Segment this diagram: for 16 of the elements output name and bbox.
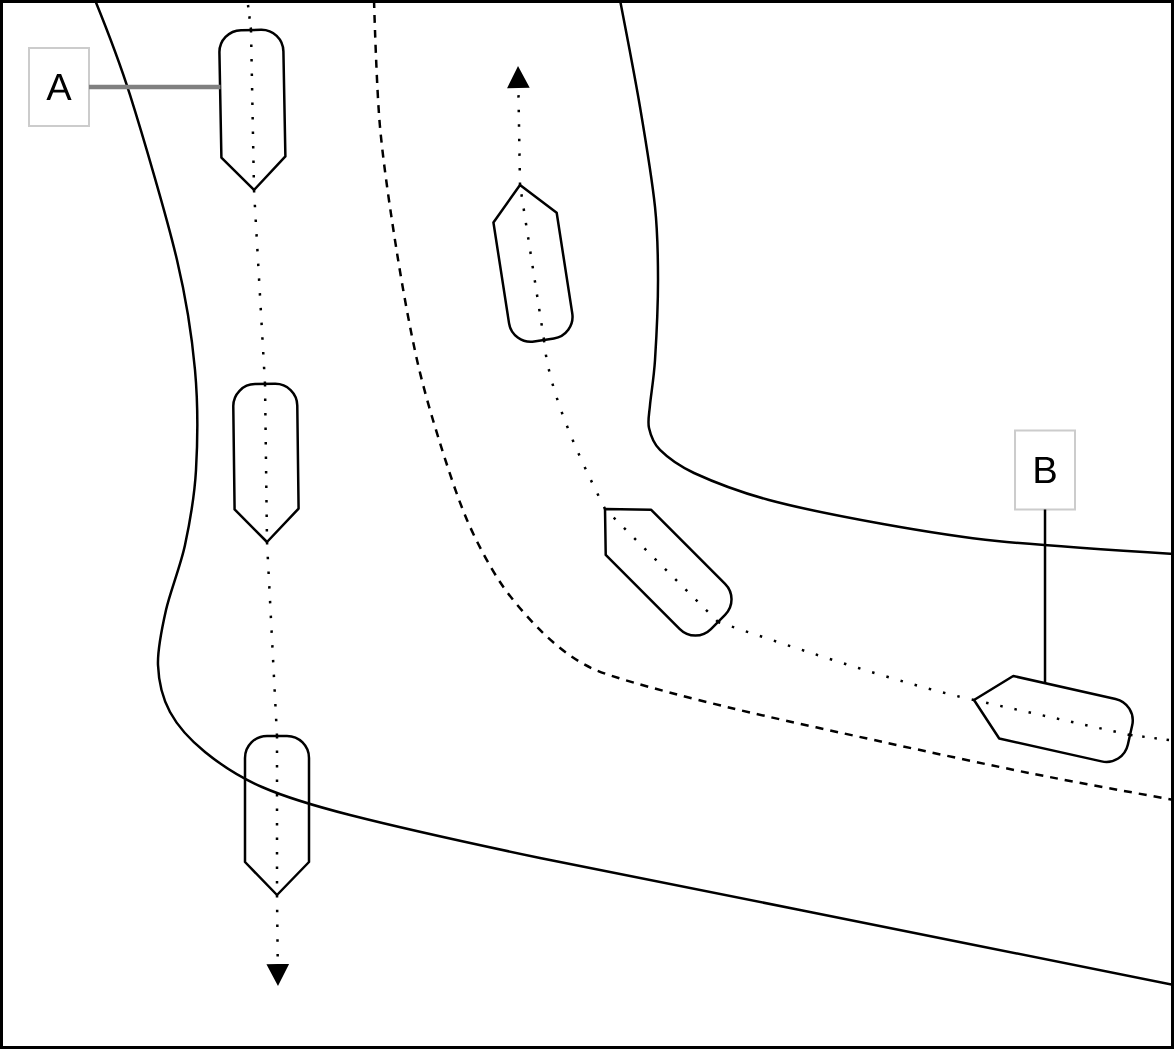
dotted-line [265,541,279,737]
dotted-line [542,339,607,510]
boat [492,183,574,343]
leader-line [1043,509,1047,684]
label-box: B [1014,429,1076,511]
dotted-line [717,620,975,702]
boat [218,28,287,192]
boat [972,674,1134,764]
boat [603,507,733,637]
boat [232,382,300,544]
dotted-line [252,189,267,385]
leader-line [89,84,221,90]
label-box: A [28,47,90,127]
boat [243,734,311,897]
dotted-line [246,4,253,31]
dotted-line [1129,733,1170,742]
